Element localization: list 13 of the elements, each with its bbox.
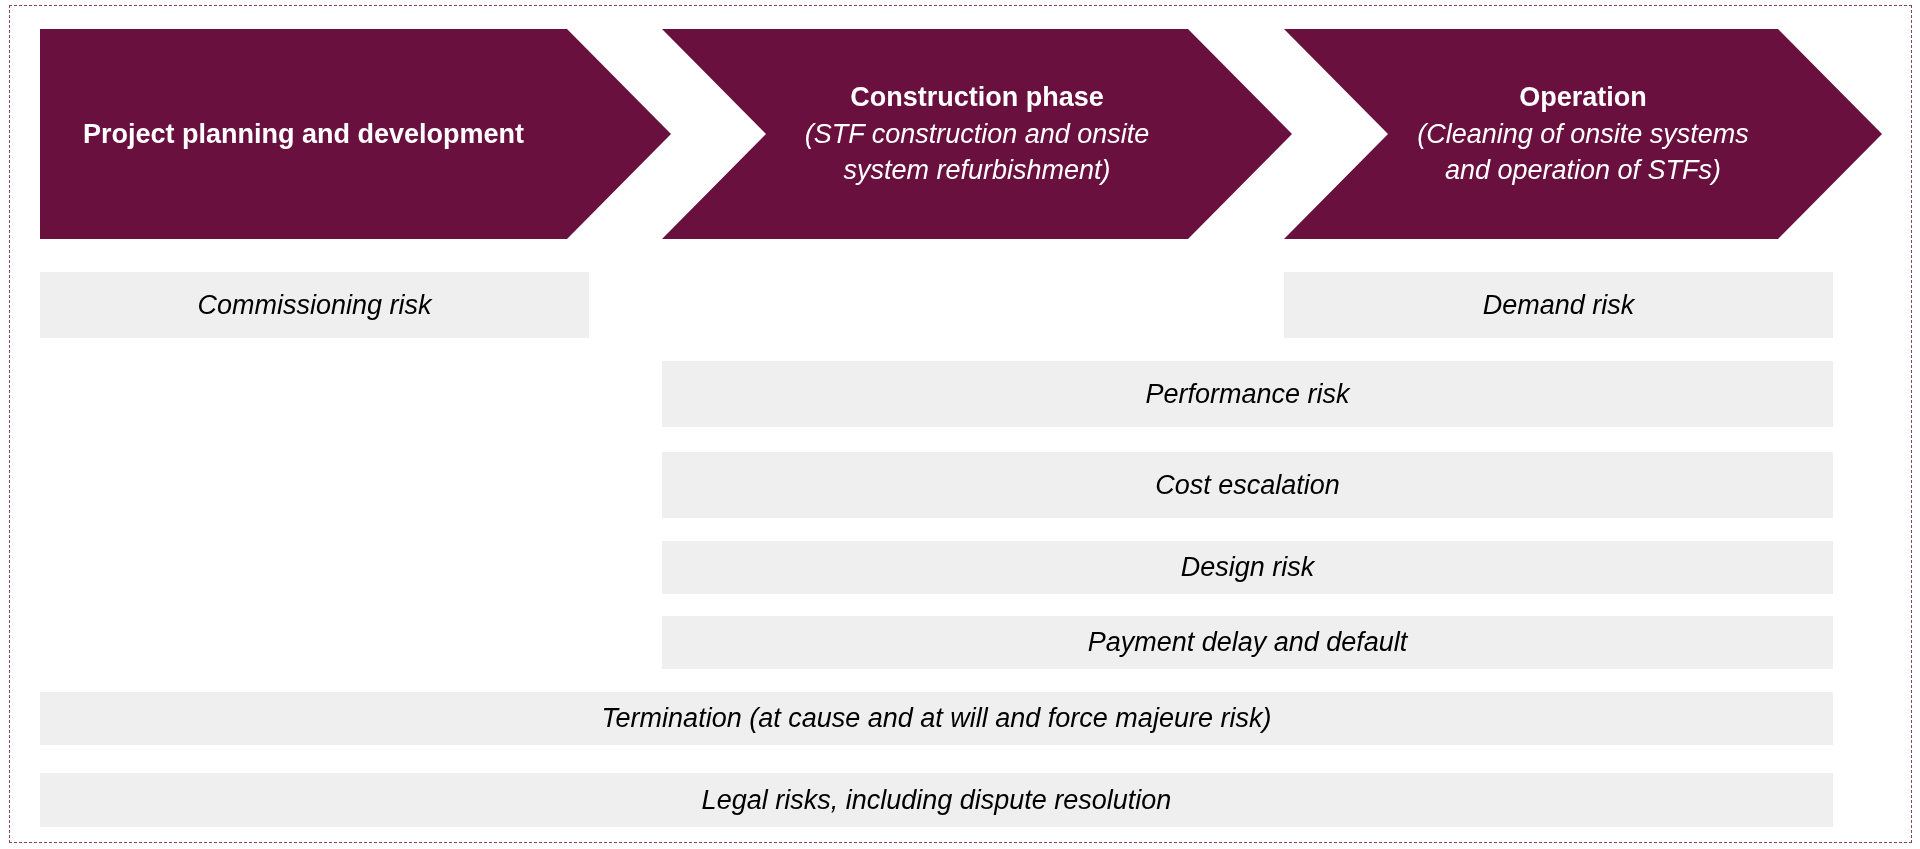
risk-bar: Legal risks, including dispute resolution: [40, 773, 1833, 827]
risk-bar: Design risk: [662, 541, 1833, 594]
risk-bar: Demand risk: [1284, 272, 1833, 338]
risk-bar: Commissioning risk: [40, 272, 589, 338]
phase-title: Construction phase: [850, 81, 1104, 115]
phase-title: Project planning and development: [82, 117, 525, 151]
phase-description: (STF construction and onsite system refurbishment): [803, 117, 1151, 188]
risk-bar: Cost escalation: [662, 452, 1833, 518]
phase-description: (Cleaning of onsite systems and operation of STFs): [1416, 117, 1750, 188]
risk-bar: Payment delay and default: [662, 616, 1833, 669]
risk-bar: Performance risk: [662, 361, 1833, 427]
risk-bar: Termination (at cause and at will and force majeure risk): [40, 692, 1833, 745]
phase-title: Operation: [1519, 81, 1647, 115]
